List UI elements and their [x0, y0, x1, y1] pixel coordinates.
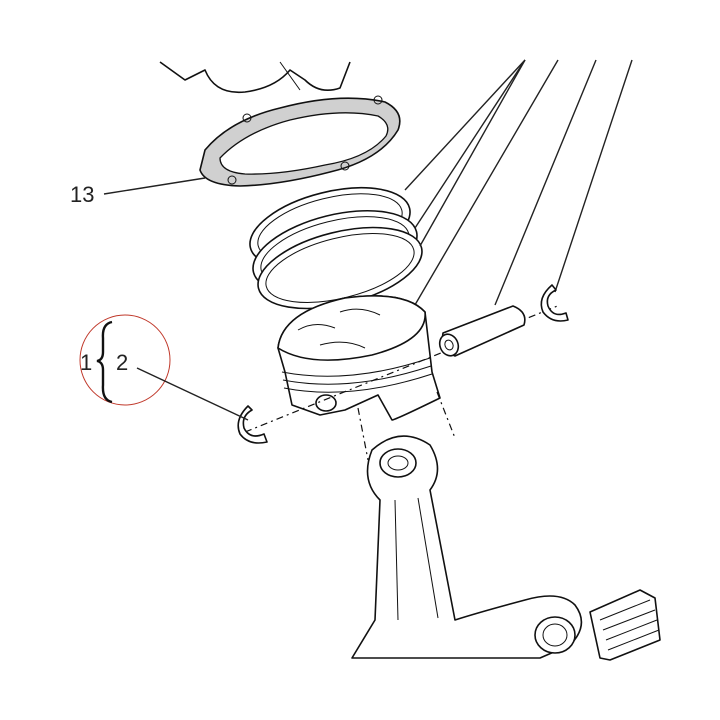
leader-lines — [404, 59, 633, 311]
callout-13: 13 — [70, 177, 206, 207]
cylinder-head-fragment — [159, 61, 351, 94]
grouping-brace — [96, 320, 113, 404]
crank-bolt-fragment — [589, 589, 661, 661]
callout-1-2: 1 2 — [80, 320, 249, 421]
piston-pin — [438, 305, 526, 357]
head-gasket — [199, 95, 401, 187]
piston-rings — [249, 187, 423, 310]
highlight-circle — [79, 314, 171, 406]
connecting-rod — [351, 435, 583, 659]
callout-label-2: 2 — [116, 350, 128, 375]
callout-label-13: 13 — [70, 182, 94, 207]
piston — [277, 295, 441, 421]
callout-label-1: 1 — [80, 350, 92, 375]
circlip-right — [540, 284, 569, 322]
circlip-left — [237, 405, 268, 444]
